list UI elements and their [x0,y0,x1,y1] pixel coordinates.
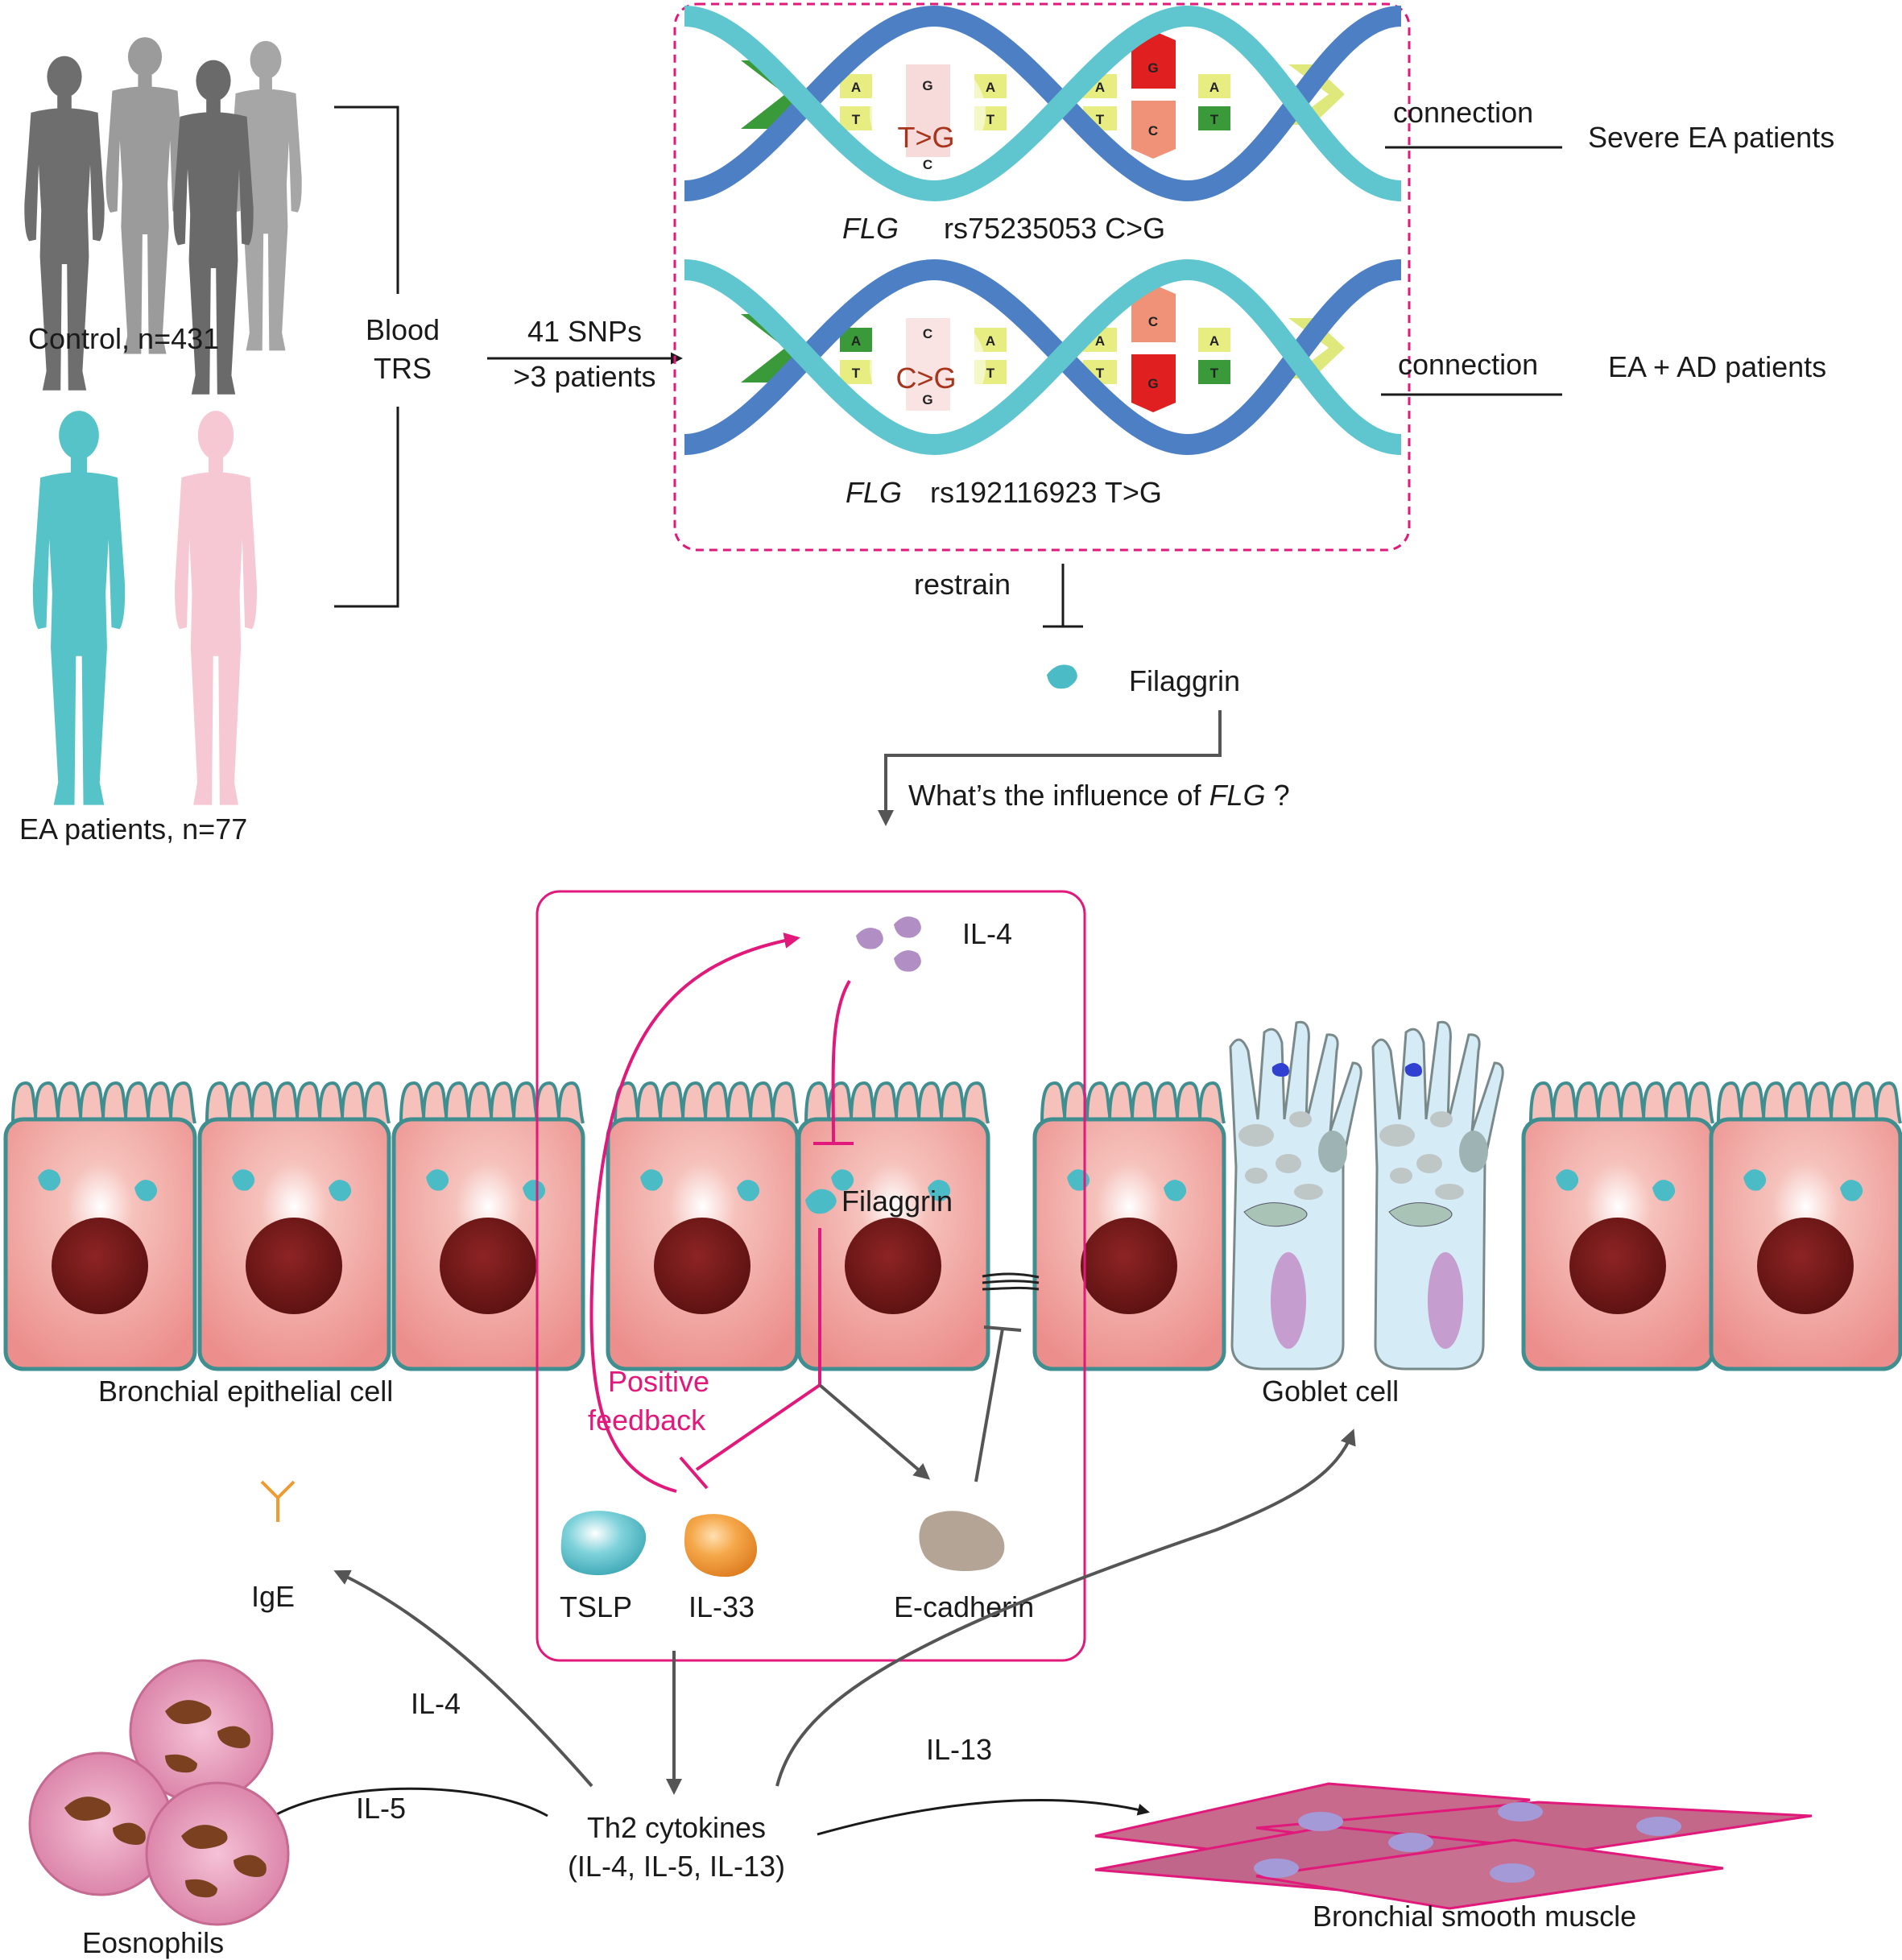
snp1-id-label: rs75235053 C>G [944,212,1165,245]
smooth-muscle-cells [1094,1782,1813,1910]
connection-label-1: connection [1393,96,1533,129]
mechanism-box [535,890,1086,1662]
il4-inhibits-filaggrin [813,979,854,1145]
il4-path-label: IL-4 [411,1687,461,1720]
helix2-base-7: T [852,366,861,381]
filaggrin-cell-label: Filaggrin [841,1185,953,1218]
helix1-base-5: G [1147,60,1158,76]
filaggrin-cell-icon [805,1189,837,1214]
th2-to-goblet-arrow [775,1429,1356,1787]
snp-count-label: 41 SNPs [527,315,642,348]
helix2-base-10: T [1096,366,1105,381]
restrain-label: restrain [914,568,1011,601]
snp2-mutation-label: C>G [895,362,956,395]
helix2-base-1: A [851,333,861,349]
il33-protein [684,1514,758,1578]
helix2-base-6: A [1209,333,1219,349]
helix1-base-2: G [922,78,932,93]
cohort-bracket [334,105,399,608]
helix2-base-11: G [1147,376,1158,391]
tslp-label: TSLP [560,1590,632,1623]
il33-label: IL-33 [688,1590,755,1623]
th2-cytokines-label: (IL-4, IL-5, IL-13) [568,1850,785,1883]
helix1-base-4: A [1095,80,1105,95]
patient-group-figures [32,411,257,805]
helix2-base-2: C [923,326,932,341]
eosinophil-cells [28,1659,290,1926]
helix1-base-7: T [852,112,861,127]
ea-patients-label: EA patients, n=77 [19,813,247,846]
filaggrin-protein-icon [1047,664,1077,689]
helix2-base-8: G [922,392,932,407]
ecadherin-protein [919,1511,1005,1572]
helix1-base-8: C [923,157,932,172]
il13-to-muscle-arrow [817,1798,1150,1836]
il4-top-label: IL-4 [962,917,1012,950]
feedback-label: feedback [588,1404,706,1437]
goblet-cell-label: Goblet cell [1262,1375,1399,1408]
control-label: Control, n=431 [28,322,219,355]
snp1-mutation-label: T>G [897,121,954,154]
connection-label-2: connection [1398,348,1538,381]
helix2-base-3: A [986,333,995,349]
helix2-base-5: C [1148,314,1158,329]
helix1-base-9: T [986,112,995,127]
restrain-inhibit-symbol [1043,564,1083,628]
il4-to-ige-arrow [333,1569,593,1788]
filaggrin-to-ecadherin [818,1383,931,1480]
snp-dashed-box [673,2,1411,552]
dna-helix-1 [684,5,1403,202]
trs-label: TRS [374,352,432,385]
helix1-base-12: T [1210,112,1219,127]
helix2-base-4: A [1095,333,1105,349]
question-label: What’s the influence of FLG ? [908,779,1290,812]
helix1-base-1: A [851,80,861,95]
tight-junction [982,1272,1040,1291]
ecadherin-to-junction [974,1325,1022,1482]
influence-arrow [878,710,1222,826]
helix1-base-3: A [986,80,995,95]
th2-label: Th2 cytokines [587,1811,766,1844]
helix2-base-9: T [986,366,995,381]
eosinophils-label: Eosnophils [82,1926,224,1959]
epithelial-cell-label: Bronchial epithelial cell [98,1375,393,1408]
blood-label: Blood [366,313,440,346]
ea-ad-label: EA + AD patients [1608,350,1826,383]
snp1-gene-label: FLG [842,212,899,245]
snp2-id-label: rs192116923 T>G [930,476,1162,509]
goblet-cells [1229,1020,1504,1371]
il13-path-label: IL-13 [926,1733,992,1766]
il5-path-label: IL-5 [356,1792,406,1825]
positive-feedback-arrow [589,932,800,1493]
bronchial-epithelium [6,1083,1900,1369]
tslp-protein [560,1511,647,1576]
dna-helix-2 [684,258,1403,456]
smooth-muscle-label: Bronchial smooth muscle [1313,1900,1636,1933]
il5-link [273,1787,548,1817]
ige-antibody-icon [260,1480,296,1524]
filaggrin-label: Filaggrin [1129,664,1240,697]
helix1-base-6: A [1209,80,1219,95]
ige-label: IgE [251,1580,295,1613]
helix1-base-10: T [1096,112,1105,127]
helix1-base-11: C [1148,123,1158,139]
severe-ea-label: Severe EA patients [1588,121,1834,154]
snp-threshold-label: >3 patients [513,360,655,393]
il4-protein-cluster [856,916,921,972]
snp2-gene-label: FLG [846,476,902,509]
positive-label: Positive [608,1365,709,1398]
helix2-base-12: T [1210,366,1219,381]
